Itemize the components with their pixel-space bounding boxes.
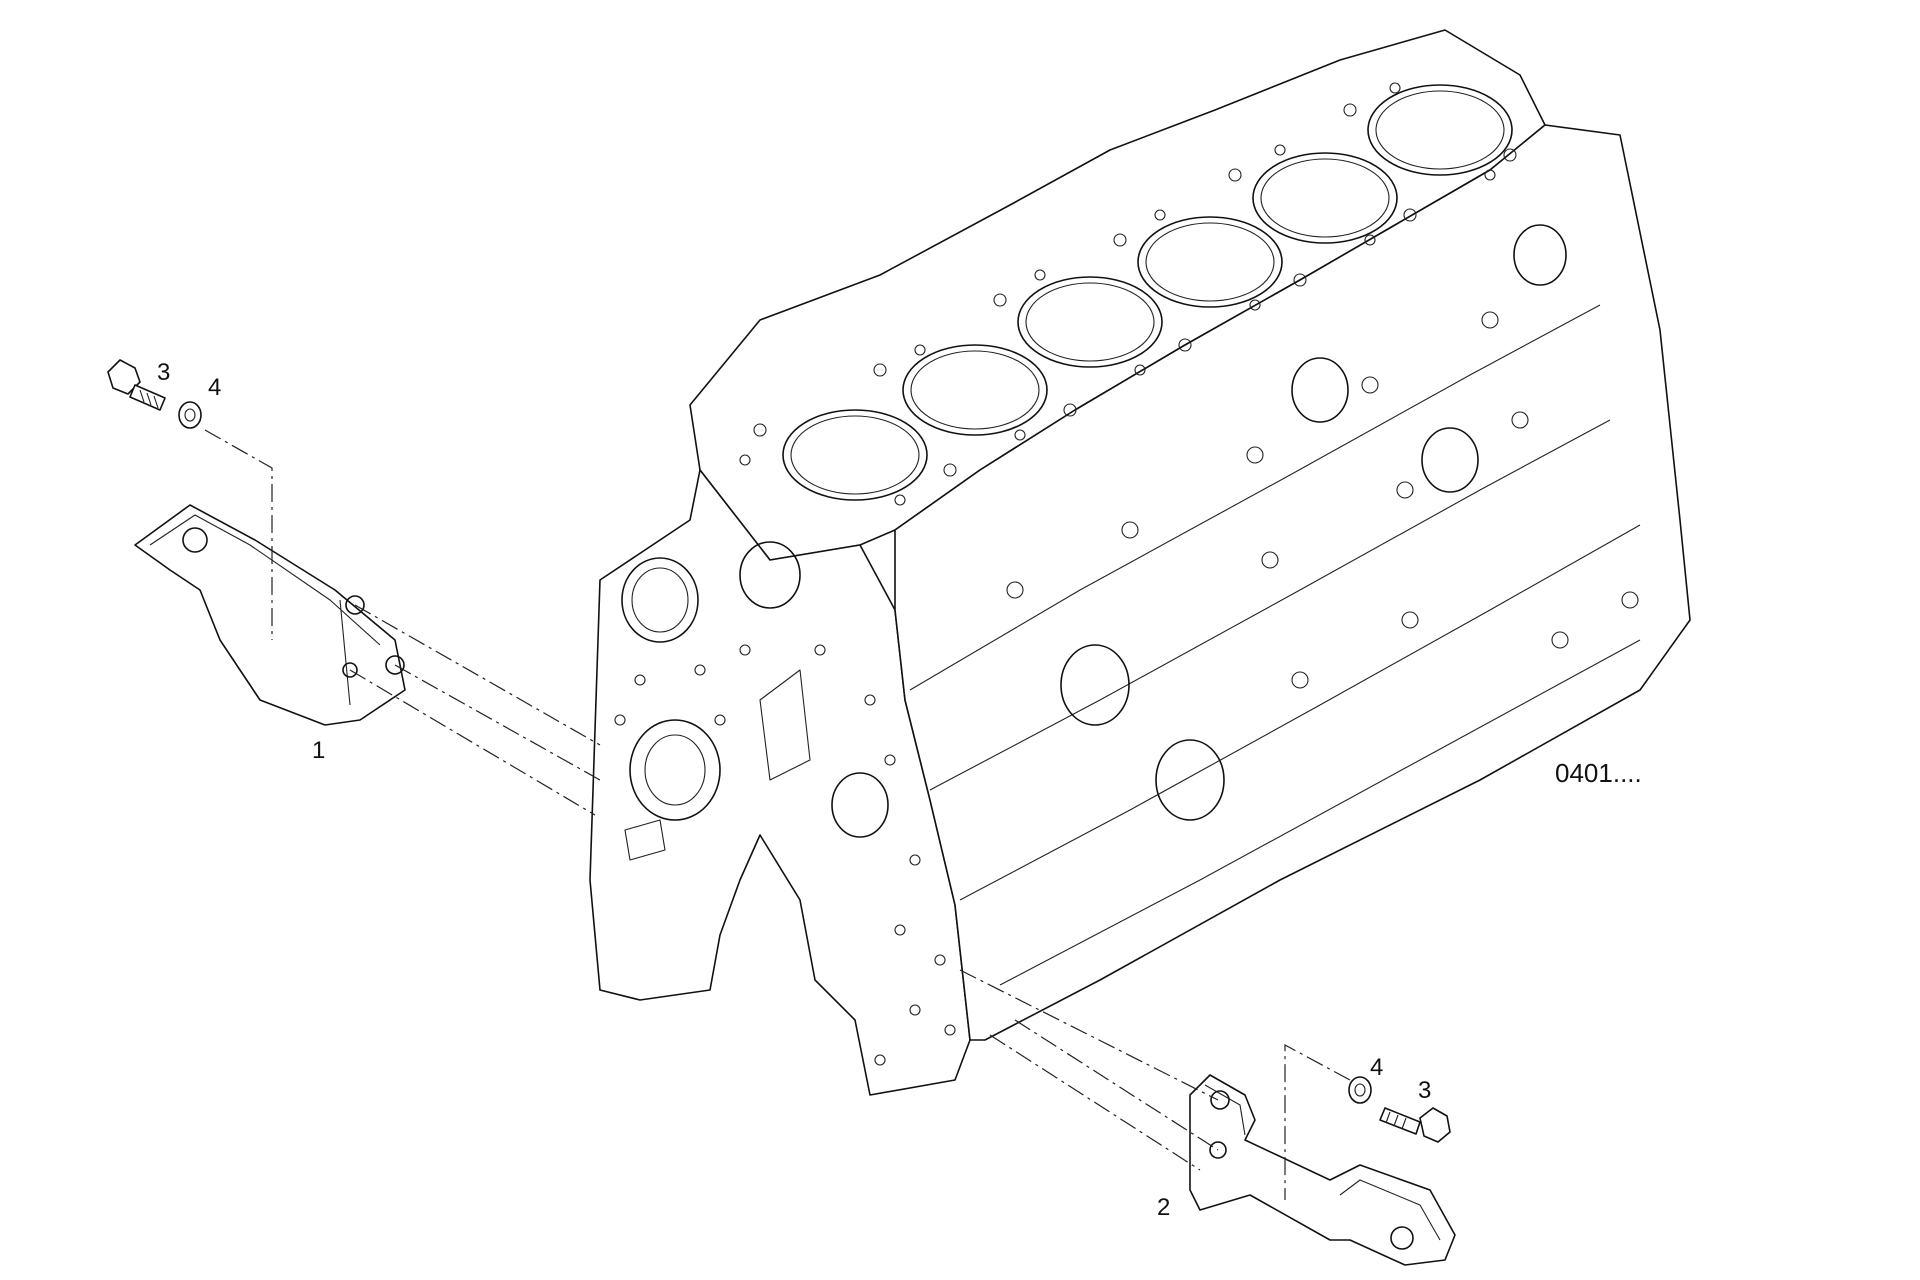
deck-holes: [739, 82, 1517, 506]
bracket-front: [134, 504, 406, 726]
screw-front: [107, 359, 166, 411]
side-face-ribs: [909, 224, 1641, 986]
callout-washer-rear: 4: [1370, 1054, 1383, 1081]
callout-screw-front: 3: [157, 359, 170, 386]
washer-front: [178, 401, 202, 429]
front-face-openings: [614, 541, 956, 1066]
block-front-face: [589, 469, 971, 1096]
engine-block: [589, 29, 1691, 1096]
bracket-rear: [1189, 1074, 1456, 1266]
block-side-face: [894, 124, 1691, 1041]
screw-rear: [1379, 1107, 1451, 1143]
callout-bracket-rear: 2: [1157, 1194, 1170, 1221]
assembly-lines-front: [204, 429, 601, 816]
callout-screw-rear: 3: [1418, 1077, 1431, 1104]
callout-bracket-front: 1: [312, 737, 325, 764]
callout-washer-front: 4: [208, 374, 221, 401]
washer-rear: [1348, 1076, 1372, 1104]
cylinder-bores: [782, 84, 1513, 501]
reference-code: 0401....: [1555, 758, 1642, 788]
assembly-lines-rear: [959, 969, 1351, 1200]
